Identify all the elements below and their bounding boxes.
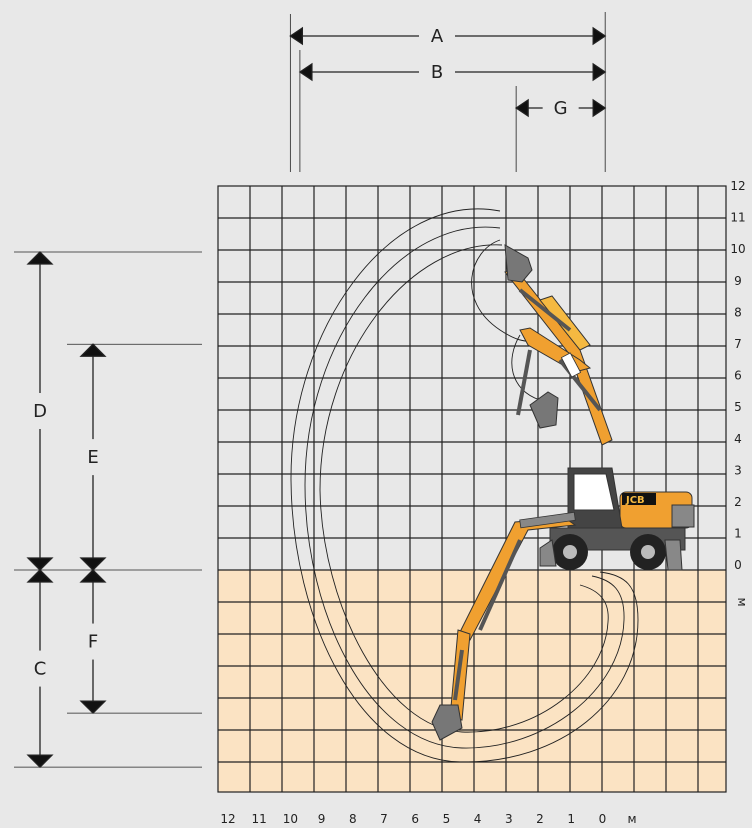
boom-link: [519, 511, 576, 529]
dimension-arrowhead: [592, 62, 607, 82]
x-tick-label: 6: [411, 812, 419, 826]
dimension-arrowhead: [298, 62, 313, 82]
jcb-boom-decal: [560, 352, 582, 378]
bucket-tip-arc: [511, 334, 541, 401]
x-tick-label: 9: [318, 812, 326, 826]
y-tick-label: 0: [734, 558, 742, 572]
x-tick-label: 3: [505, 812, 513, 826]
ram-lower: [478, 539, 522, 631]
ram-lower-2: [453, 649, 464, 701]
x-axis-unit: м: [627, 812, 636, 826]
dimension-e-label-box: [75, 439, 111, 476]
dimension-g-label-box: [542, 90, 579, 126]
dimension-arrowhead: [79, 700, 107, 715]
dimension-arrowhead: [26, 251, 54, 265]
y-tick-label: 6: [734, 369, 742, 383]
bucket-bottom: [431, 704, 463, 741]
dimension-f-label: F: [88, 632, 98, 653]
x-tick-label: 0: [599, 812, 607, 826]
x-tick-label: 2: [536, 812, 544, 826]
excavator-arm-lowered: [431, 511, 577, 741]
dimension-arrowhead: [289, 26, 304, 46]
dimension-arrowhead: [26, 557, 54, 571]
y-tick-label: 3: [734, 463, 742, 477]
brand-text: JCB: [625, 495, 645, 506]
dimension-arrowhead: [26, 569, 54, 583]
x-tick-label: 11: [252, 812, 267, 826]
x-tick-label: 4: [474, 812, 482, 826]
reach-envelopes: [290, 208, 639, 763]
y-tick-label: 7: [734, 337, 742, 351]
y-axis-unit: м: [735, 597, 749, 606]
dimension-b-label: B: [431, 62, 443, 83]
x-tick-label: 7: [380, 812, 388, 826]
rear-outrigger: [664, 539, 683, 571]
boom-lower: [457, 517, 577, 641]
y-tick-label: 2: [734, 495, 742, 509]
dimension-a-label: A: [431, 26, 444, 47]
dimension-arrowhead: [79, 343, 107, 357]
y-tick-label: 8: [734, 305, 742, 319]
x-tick-label: 8: [349, 812, 357, 826]
y-tick-label: 1: [734, 527, 742, 541]
excavator-body: JCB: [539, 467, 695, 571]
grid-frame: [217, 185, 727, 793]
dimension-arrowhead: [514, 98, 529, 118]
excavator-arm-raised: [504, 244, 613, 446]
dimension-arrowhead: [26, 754, 54, 769]
x-tick-label: 10: [283, 812, 298, 826]
dimension-e-label: E: [87, 447, 98, 468]
dimension-b-label-box: [419, 54, 455, 90]
counterweight-grey: [671, 504, 695, 528]
y-tick-label: 5: [734, 400, 742, 414]
ram-upper: [518, 288, 572, 332]
dimension-c-label: C: [34, 659, 47, 680]
y-tick-label: 4: [734, 432, 742, 446]
grid: [217, 185, 727, 793]
dimension-c-label-box: [22, 650, 58, 687]
envelope-middle: [304, 226, 625, 749]
rear-wheel-hub: [641, 545, 655, 559]
dimension-arrowhead: [79, 569, 107, 583]
dimension-d-label: D: [33, 401, 47, 422]
envelope-outer: [290, 208, 639, 763]
dimension-arrowhead: [592, 26, 607, 46]
dimension-g-label: G: [554, 98, 568, 119]
envelope-inner: [319, 244, 609, 733]
dipper-upper-2: [539, 295, 591, 351]
cab-window: [573, 473, 615, 511]
ram-upper-3: [516, 349, 532, 416]
brand-decal: [622, 493, 656, 505]
y-tick-label: 10: [730, 242, 745, 256]
front-wheel-hub: [563, 545, 577, 559]
dimension-f-label-box: [75, 623, 111, 660]
below-ground-area: [218, 570, 726, 792]
x-tick-label: 1: [567, 812, 575, 826]
dimension-arrowhead: [592, 98, 607, 118]
bucket-mid: [529, 391, 559, 429]
y-tick-label: 11: [730, 211, 745, 225]
y-tick-label: 9: [734, 274, 742, 288]
bucket-top: [504, 244, 533, 283]
x-tick-label: 12: [220, 812, 235, 826]
y-tick-label: 12: [730, 179, 745, 193]
dimension-a-label-box: [419, 18, 455, 54]
x-tick-label: 5: [443, 812, 451, 826]
dimension-d-label-box: [22, 393, 58, 429]
stabiliser-blade: [539, 539, 557, 567]
dimension-arrowhead: [79, 557, 107, 571]
dimension-lines: AB G D E C F: [14, 12, 607, 769]
